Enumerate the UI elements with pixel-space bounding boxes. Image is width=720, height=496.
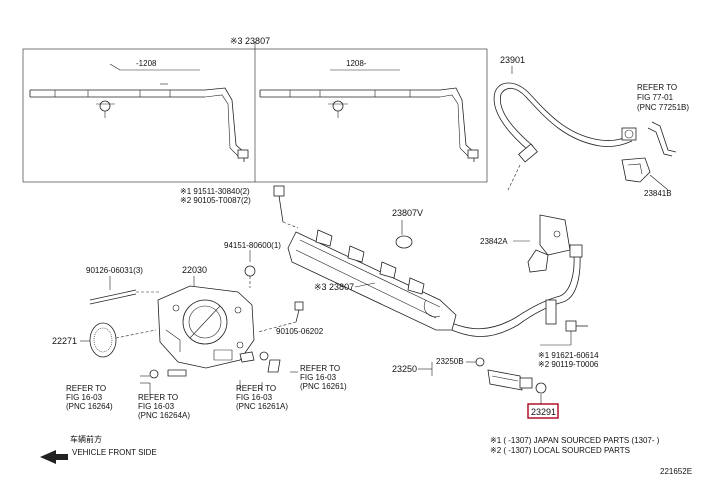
label-bolt3: 90126-06031(3)	[86, 266, 143, 275]
svg-text:FIG 77-01: FIG 77-01	[637, 93, 674, 102]
rail-bolt	[273, 185, 299, 229]
figure-code: 221652E	[660, 467, 692, 476]
svg-text:(PNC 16264A): (PNC 16264A)	[138, 411, 190, 420]
bolt-refs-top: ※1 91511-30840(2) ※2 90105-T0087(2)	[180, 187, 251, 205]
svg-text:※1 91511-30840(2): ※1 91511-30840(2)	[180, 187, 250, 196]
svg-text:REFER TO: REFER TO	[236, 384, 276, 393]
label-top-box: ※3 23807	[230, 36, 270, 46]
vehicle-front-cn: 车辆前方	[70, 434, 102, 444]
fuel-rail-right-variant	[259, 69, 479, 162]
vehicle-front-label: VEHICLE FRONT SIDE	[72, 448, 157, 457]
svg-text:(PNC 16261A): (PNC 16261A)	[236, 402, 288, 411]
label-right-dim: 1208-	[346, 59, 367, 68]
label-hose: 23901	[500, 55, 525, 65]
clip-23841b	[621, 157, 669, 191]
fuel-hose	[493, 82, 637, 163]
o-ring-23250b	[475, 357, 485, 367]
svg-text:FIG 16-03: FIG 16-03	[138, 402, 175, 411]
svg-text:REFER TO: REFER TO	[637, 83, 677, 92]
gasket-22271	[89, 322, 157, 358]
fuel-rail-left-variant	[29, 63, 249, 162]
injector	[487, 369, 533, 391]
throttle-body	[157, 285, 255, 369]
svg-text:(PNC 16264): (PNC 16264)	[66, 402, 113, 411]
label-gasket: 22271	[52, 336, 77, 346]
bracket-23842a	[527, 214, 571, 273]
throttle-hose-fittings	[140, 351, 298, 396]
label-ring: 23250B	[436, 357, 464, 366]
label-insulator: 23807V	[392, 208, 423, 218]
footnote-1: ※1 ( -1307) JAPAN SOURCED PARTS (1307- )	[490, 436, 660, 445]
svg-text:FIG 16-03: FIG 16-03	[236, 393, 273, 402]
stud-bolts	[89, 289, 160, 305]
label-injector-set: 23250	[392, 364, 417, 374]
label-screw: 90105-06202	[276, 327, 324, 336]
footnote-2: ※2 ( -1307) LOCAL SOURCED PARTS	[490, 446, 630, 455]
vehicle-front-arrow	[40, 450, 68, 464]
svg-text:FIG 16-03: FIG 16-03	[66, 393, 103, 402]
label-clip: 23841B	[644, 189, 672, 198]
refer-fig-16-b1: REFER TO FIG 16-03 (PNC 16261A)	[236, 384, 288, 411]
label-bracket: 23842A	[480, 237, 508, 246]
svg-text:※2 90105-T0087(2): ※2 90105-T0087(2)	[180, 196, 251, 205]
highlight-box	[527, 403, 559, 419]
insulator-23807v	[395, 235, 413, 249]
label-throttle: 22030	[182, 265, 207, 275]
screw-90105	[257, 301, 304, 333]
bracket-bolt	[540, 320, 588, 346]
refer-77-connector	[651, 121, 677, 153]
svg-text:REFER TO: REFER TO	[300, 364, 340, 373]
label-left-dim: -1208	[136, 59, 157, 68]
svg-text:FIG 16-03: FIG 16-03	[300, 373, 337, 382]
label-highlight-part: 23291	[531, 407, 556, 417]
top-reference-box	[22, 42, 488, 183]
refer-fig-77: REFER TO FIG 77-01 (PNC 77251B)	[637, 83, 689, 112]
refer-fig-16-b2: REFER TO FIG 16-03 (PNC 16261)	[300, 364, 347, 391]
svg-text:(PNC 16261): (PNC 16261)	[300, 382, 347, 391]
label-main-rail: ※3 23807	[314, 282, 354, 292]
svg-text:REFER TO: REFER TO	[138, 393, 178, 402]
label-nut: 94151-80600(1)	[224, 241, 281, 250]
injector-seal-23291	[535, 382, 547, 394]
svg-text:※2 90119-T0006: ※2 90119-T0006	[538, 360, 599, 369]
svg-text:※1 91621-60614: ※1 91621-60614	[538, 351, 599, 360]
svg-text:REFER TO: REFER TO	[66, 384, 106, 393]
refer-fig-16-a2: REFER TO FIG 16-03 (PNC 16264A)	[138, 393, 190, 420]
bolt-refs-lower: ※1 91621-60614 ※2 90119-T0006	[538, 351, 599, 369]
main-fuel-rail	[287, 229, 457, 331]
nut-94151	[244, 265, 256, 277]
svg-text:(PNC 77251B): (PNC 77251B)	[637, 103, 689, 112]
fuel-pipe	[444, 244, 583, 337]
refer-fig-16-a1: REFER TO FIG 16-03 (PNC 16264)	[66, 384, 113, 411]
